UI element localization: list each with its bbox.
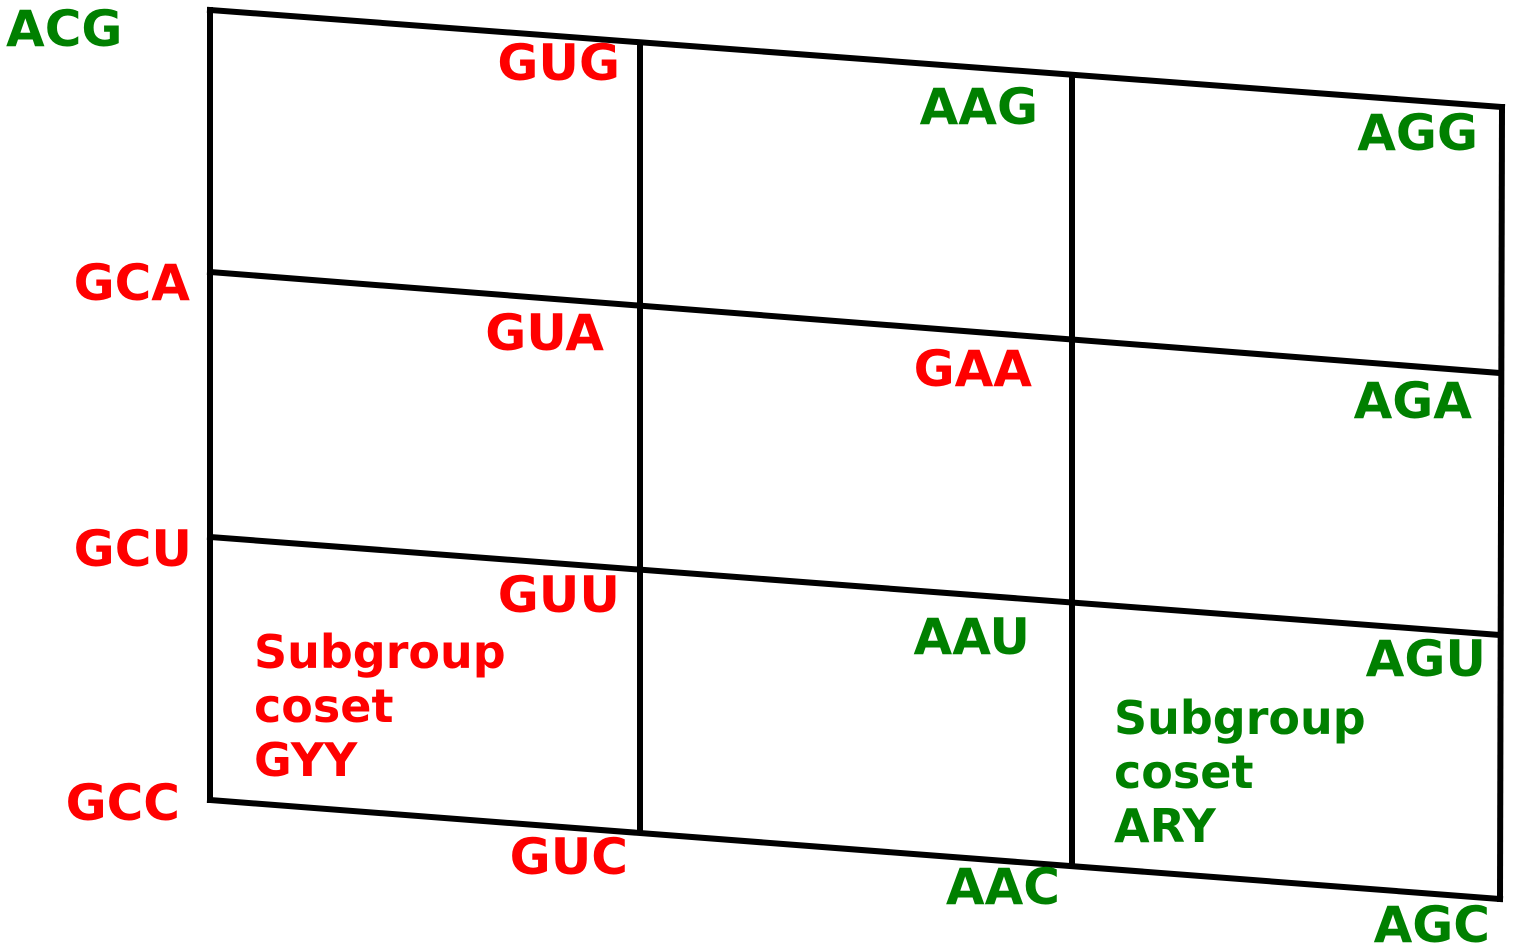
cell-label-aga: AGA: [1354, 372, 1473, 430]
grid-line-row-2: [206, 533, 1504, 639]
cell-label-guu: GUU: [498, 566, 620, 624]
cell-label-gua: GUA: [485, 304, 604, 362]
subgroup-gyy-line2: coset: [254, 679, 393, 733]
row-label-gcu: GCU: [74, 520, 192, 578]
cell-label-guc: GUC: [510, 828, 628, 886]
cell-label-aau: AAU: [914, 608, 1030, 666]
cell-label-agc: AGC: [1374, 896, 1490, 950]
cell-label-gug: GUG: [497, 34, 620, 92]
subgroup-ary-line2: coset: [1114, 745, 1253, 799]
subgroup-gyy-note: Subgroup coset GYY: [254, 625, 506, 787]
subgroup-gyy-line1: Subgroup: [254, 625, 506, 679]
grid-line-row-1: [206, 268, 1504, 377]
cell-label-agu: AGU: [1366, 630, 1486, 688]
grid-line-col-right: [1496, 103, 1506, 903]
subgroup-gyy-line3: GYY: [254, 733, 358, 787]
row-label-gcc: GCC: [66, 774, 180, 832]
cell-label-aac: AAC: [946, 858, 1060, 916]
grid-line-top: [206, 6, 1506, 111]
subgroup-ary-line1: Subgroup: [1114, 691, 1366, 745]
row-label-gca: GCA: [74, 254, 191, 312]
cell-label-gaa: GAA: [914, 340, 1033, 398]
cell-label-agg: AGG: [1357, 104, 1478, 162]
subgroup-ary-line3: ARY: [1114, 799, 1217, 853]
row-label-acg: ACG: [6, 0, 122, 58]
cell-label-aag: AAG: [920, 78, 1038, 136]
grid-line-bottom: [206, 796, 1504, 903]
subgroup-ary-note: Subgroup coset ARY: [1114, 691, 1366, 853]
